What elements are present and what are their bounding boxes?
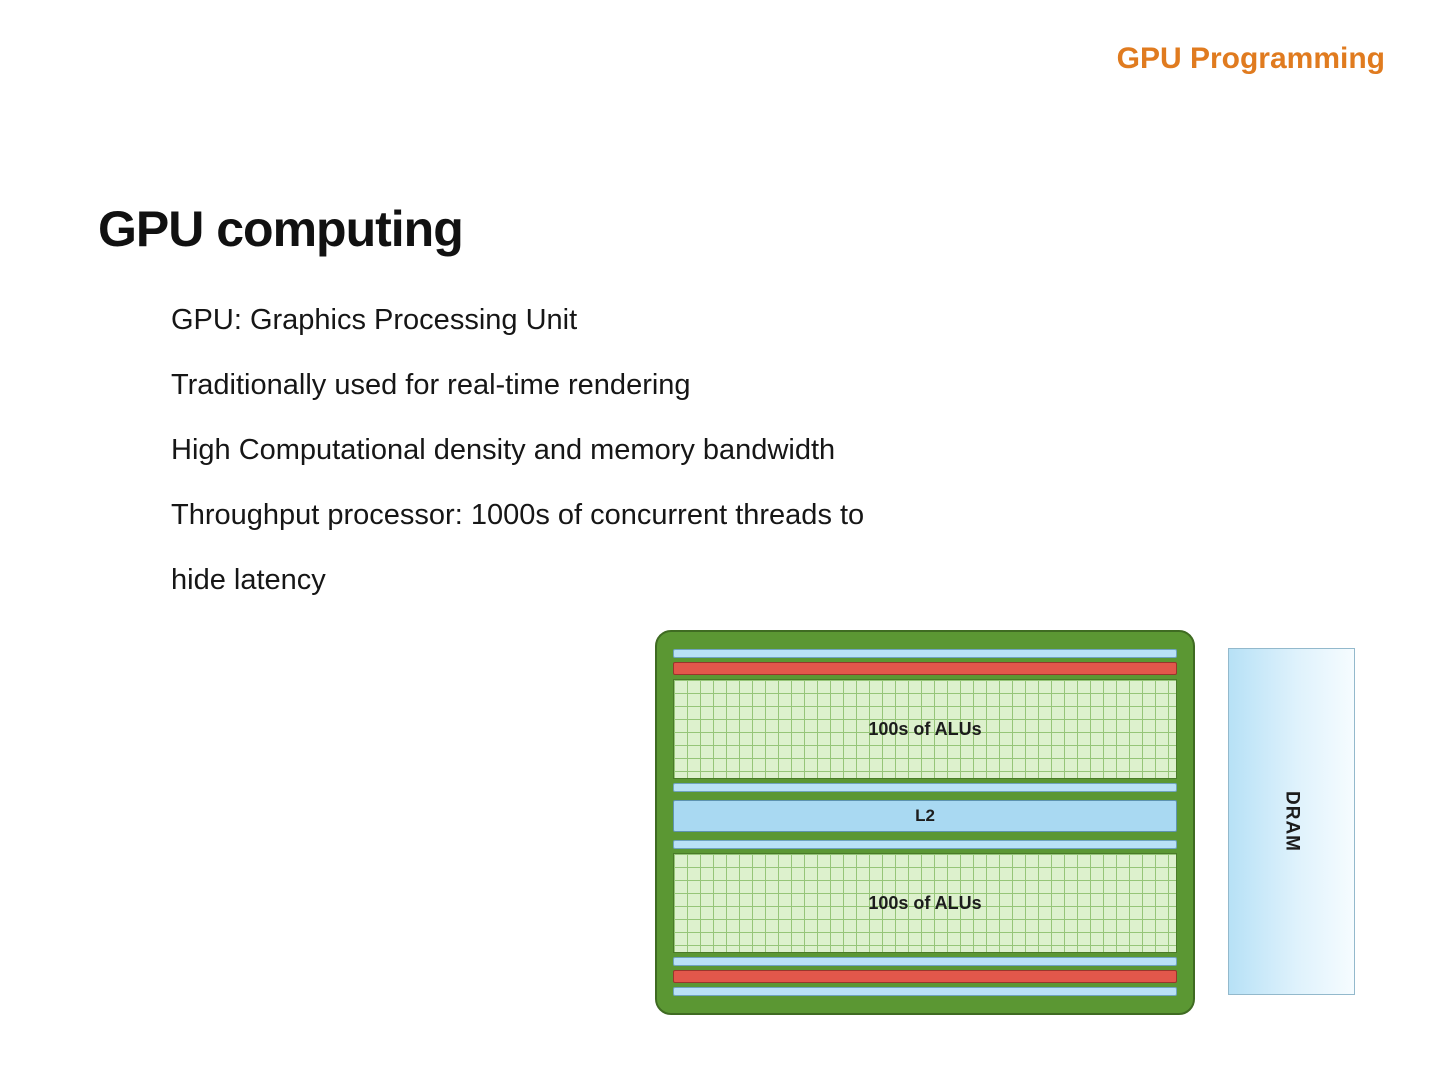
dram-block: DRAM — [1228, 648, 1355, 995]
alu-grid-bottom: 100s of ALUs — [673, 853, 1177, 953]
gpu-chip-diagram: 100s of ALUs L2 100s of ALUs — [655, 630, 1195, 1015]
cache-strip — [673, 783, 1177, 792]
alu-grid-top-label: 100s of ALUs — [868, 718, 982, 739]
alu-grid-top: 100s of ALUs — [673, 679, 1177, 779]
control-strip — [673, 970, 1177, 983]
dram-label: DRAM — [1281, 791, 1303, 852]
control-strip — [673, 662, 1177, 675]
bullet-line: GPU: Graphics Processing Unit — [171, 304, 578, 336]
slide-title: GPU computing — [98, 201, 464, 257]
l2-cache-label: L2 — [915, 806, 935, 825]
bullet-line: Traditionally used for real-time renderi… — [171, 369, 691, 401]
slide-header: GPU Programming — [1116, 42, 1385, 75]
bullet-line: hide latency — [171, 564, 326, 596]
cache-strip — [673, 649, 1177, 658]
bullet-line: Throughput processor: 1000s of concurren… — [171, 499, 865, 531]
l2-cache-bar: L2 — [673, 800, 1177, 832]
cache-strip — [673, 957, 1177, 966]
alu-grid-bottom-label: 100s of ALUs — [868, 892, 982, 913]
bullet-line: High Computational density and memory ba… — [171, 434, 836, 466]
cache-strip — [673, 987, 1177, 996]
bullet-list: GPU: Graphics Processing Unit Traditiona… — [171, 288, 864, 613]
cache-strip — [673, 840, 1177, 849]
